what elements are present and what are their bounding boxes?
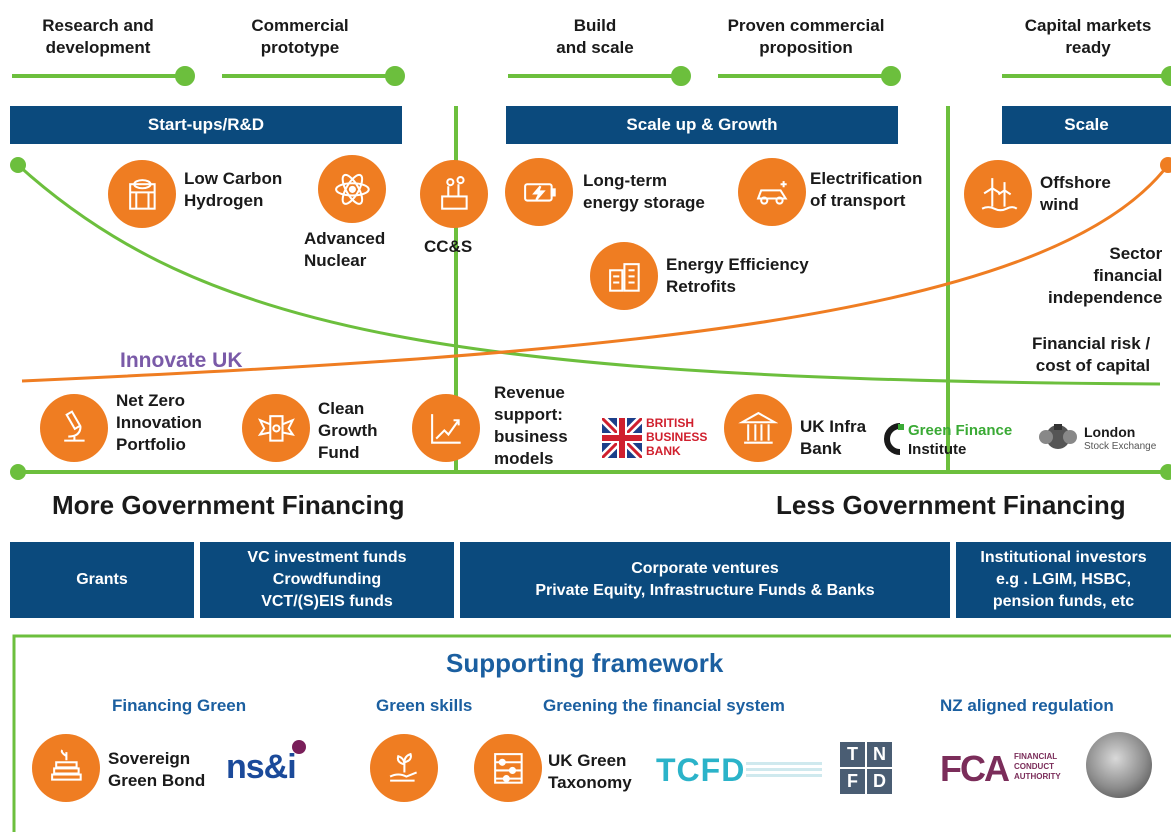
sector-independence-label: Sector financial independence: [1048, 244, 1163, 307]
stage-label-rnd: Research and development: [42, 16, 154, 57]
tnfd-letter-n: N: [867, 742, 892, 767]
tnfd-letter-f: F: [840, 769, 865, 794]
hydrogen-plant-icon: [108, 160, 176, 228]
stage-label-capital: Capital markets ready: [1024, 16, 1152, 57]
stage-dot-5: [1161, 66, 1171, 86]
tech-label-transport: Electrification of transport: [810, 169, 923, 210]
atom-icon: [318, 155, 386, 223]
stage-dot-3: [671, 66, 691, 86]
financing-box-institutional: Institutional investors e.g . LGIM, HSBC…: [956, 542, 1171, 618]
gfi-logo-bottom: Institute: [908, 441, 967, 458]
independence-curve: [21, 164, 1170, 383]
nsi-dot-icon: [292, 740, 306, 754]
risk-curve-dot: [10, 157, 26, 173]
gfi-logo-icon: [882, 422, 904, 456]
independence-curve-dot: [1160, 157, 1171, 173]
axis-dot-left: [10, 464, 26, 480]
growth-chart-icon: [412, 394, 480, 462]
framework-title: Supporting framework: [446, 648, 724, 678]
band-scale: Scale: [1002, 106, 1171, 144]
framework-category-financing-green: Financing Green: [112, 696, 247, 715]
less-gov-financing-label: Less Government Financing: [776, 490, 1126, 520]
bbb-logo-text: BRITISH BUSINESS BANK: [646, 416, 708, 458]
innovate-uk-logo: Innovate UK: [120, 349, 243, 372]
framework-label-green-bond: Sovereign Green Bond: [108, 749, 206, 790]
buildings-icon: [590, 242, 658, 310]
band-scaleup: Scale up & Growth: [506, 106, 898, 144]
battery-icon: [505, 158, 573, 226]
lse-logo-top: London: [1084, 424, 1136, 440]
instrument-label-nzip: Net Zero Innovation Portfolio: [116, 391, 202, 454]
stage-label-prototype: Commercial prototype: [251, 16, 349, 57]
gfi-logo-top: Green Finance: [908, 422, 1013, 439]
stage-dot-2: [385, 66, 405, 86]
financing-box-grants: Grants: [10, 542, 194, 618]
framework-category-green-skills: Green skills: [376, 696, 473, 715]
tcfd-logo: TCFD: [656, 752, 746, 788]
risk-curve: [16, 163, 1161, 386]
lse-crest-icon: [1036, 420, 1080, 454]
fca-logo-subtitle: FINANCIAL CONDUCT AUTHORITY: [1014, 752, 1061, 781]
framework-category-greening: Greening the financial system: [543, 696, 785, 715]
instrument-label-ukib: UK Infra Bank: [800, 417, 867, 458]
tech-label-nuclear: Advanced Nuclear: [304, 229, 386, 270]
more-gov-financing-label: More Government Financing: [52, 490, 405, 520]
band-startups: Start-ups/R&D: [10, 106, 402, 144]
bank-building-icon: [724, 394, 792, 462]
bbb-flag-icon: [602, 418, 642, 458]
instrument-label-revenue: Revenue support: business models: [494, 383, 568, 468]
framework-category-nz-regulation: NZ aligned regulation: [940, 696, 1114, 715]
tcfd-tagline-icon: [746, 762, 822, 780]
nsi-logo: ns&i: [226, 748, 297, 786]
instrument-label-cgf: Clean Growth Fund: [318, 399, 378, 462]
electric-car-icon: [738, 158, 806, 226]
axis-dot-right: [1160, 464, 1171, 480]
microscope-icon: [40, 394, 108, 462]
stage-dot-4: [881, 66, 901, 86]
stage-label-build: Build and scale: [556, 16, 634, 57]
stage-dot-1: [175, 66, 195, 86]
abacus-icon: [474, 734, 542, 802]
plant-hand-icon: [370, 734, 438, 802]
financing-box-vc: VC investment funds Crowdfunding VCT/(S)…: [200, 542, 454, 618]
tnfd-logo: T N F D: [840, 742, 892, 794]
stage-label-proven: Proven commercial proposition: [727, 16, 885, 57]
tnfd-letter-d: D: [867, 769, 892, 794]
money-wings-icon: [242, 394, 310, 462]
framework-border: [12, 634, 1171, 832]
carbon-capture-icon: [420, 160, 488, 228]
tech-label-ccs: CC&S: [424, 237, 473, 256]
bond-stack-icon: [32, 734, 100, 802]
financing-box-corporate: Corporate ventures Private Equity, Infra…: [460, 542, 950, 618]
tech-label-hydrogen: Low Carbon Hydrogen: [184, 169, 283, 210]
financial-risk-label: Financial risk / cost of capital: [1032, 334, 1151, 375]
framework-label-taxonomy: UK Green Taxonomy: [548, 751, 632, 792]
fca-logo: FCA: [940, 748, 1010, 789]
bank-of-england-seal-icon: [1086, 732, 1152, 798]
tnfd-letter-t: T: [840, 742, 865, 767]
lse-logo-bottom: Stock Exchange: [1084, 441, 1157, 452]
tech-label-storage: Long-term energy storage: [583, 171, 705, 212]
tech-label-wind: Offshore wind: [1040, 173, 1111, 214]
tech-label-retrofits: Energy Efficiency Retrofits: [666, 255, 809, 296]
wind-turbine-icon: [964, 160, 1032, 228]
